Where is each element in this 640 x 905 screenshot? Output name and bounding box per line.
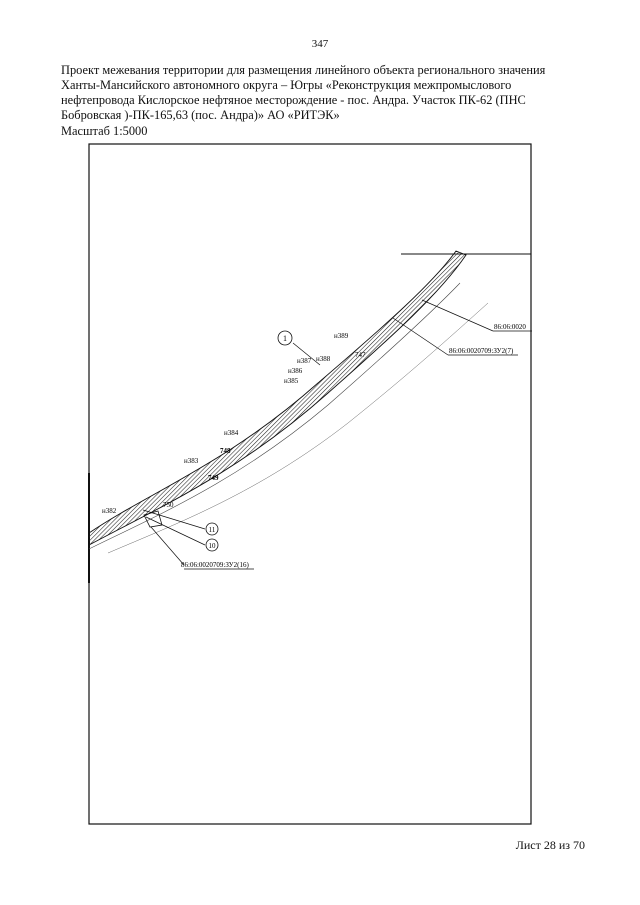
document-title: Проект межевания территории для размещен… <box>61 63 546 122</box>
parcel-number: 749 <box>208 474 219 482</box>
leader-line <box>142 509 206 530</box>
point-label: н386 <box>288 367 303 375</box>
parcel-number: 748 <box>220 447 231 455</box>
leader-line <box>421 299 494 332</box>
parcel-boundary-line <box>107 302 489 554</box>
pipeline-corridor <box>88 250 467 546</box>
survey-map: 1 11 10 н389 н387 н388 н386 н385 н384 н3… <box>88 143 532 825</box>
map-scale: Масштаб 1:5000 <box>61 124 148 138</box>
point-label: н389 <box>334 332 349 340</box>
circle-label: 1 <box>283 334 287 343</box>
small-parcel <box>143 510 163 528</box>
map-frame <box>88 143 532 825</box>
leader-line <box>150 526 185 566</box>
point-label: н385 <box>284 377 299 385</box>
sheet-number: Лист 28 из 70 <box>515 838 585 852</box>
point-label: н387 <box>297 357 312 365</box>
parcel-number: 747 <box>355 351 366 359</box>
point-label: н382 <box>102 507 117 515</box>
circle-marker <box>205 522 219 536</box>
circle-marker <box>277 330 293 346</box>
circle-marker <box>205 538 219 552</box>
cadastral-label: 86:06:0020709:ЗУ2(16) <box>181 561 249 569</box>
point-label: н383 <box>184 457 199 465</box>
page-number: 347 <box>311 38 329 50</box>
point-label: н388 <box>316 355 331 363</box>
parcel-number: 750 <box>163 501 174 509</box>
cadastral-label: 86:06:0020709:ЗУ2(7) <box>449 347 514 355</box>
leader-line <box>145 516 206 546</box>
leader-line <box>392 317 449 356</box>
point-label: н384 <box>224 429 239 437</box>
cadastral-label: 86:06:0020 <box>494 323 526 331</box>
leader-line <box>292 342 321 366</box>
circle-label: 11 <box>209 526 216 534</box>
circle-label: 10 <box>209 542 217 550</box>
